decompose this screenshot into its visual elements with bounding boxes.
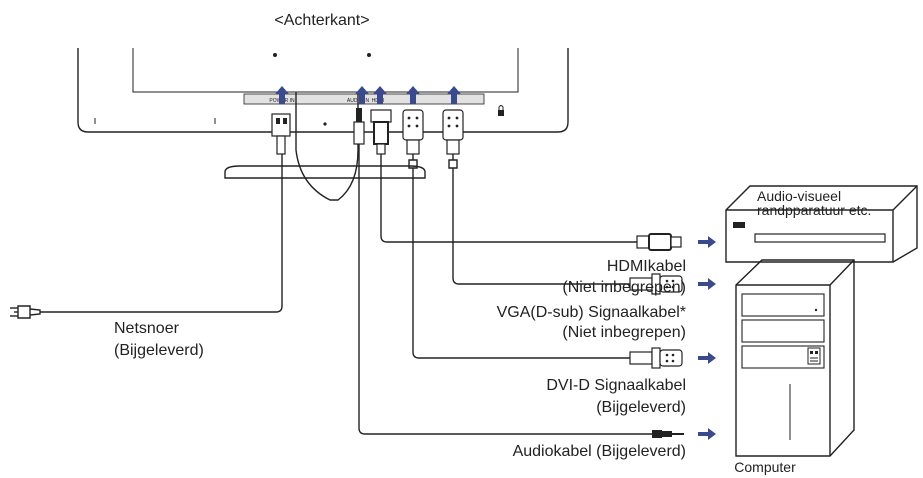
hdmi-plug-icon	[636, 233, 682, 251]
av-device-label-2: randpparatuur etc.	[757, 202, 871, 218]
hdmi-connector-icon	[370, 109, 392, 155]
cables	[40, 144, 652, 435]
vga-cable-label: VGA(D-sub) Signaalkabel*	[497, 304, 686, 321]
monitor-rear: POWER IN AUDIO IN HDMI	[77, 48, 569, 201]
av-device: Audio-visueel randpparatuur etc.	[725, 185, 918, 263]
hdmi-cable-sublabel: (Niet inbegrepen)	[562, 279, 686, 296]
port-arrows	[275, 86, 461, 104]
dvi-plug-icon	[629, 347, 683, 369]
lock-slot-icon	[498, 105, 504, 116]
vga-plug-icon	[629, 273, 683, 295]
power-connector-icon	[271, 113, 291, 155]
rear-view-title: <Achterkant>	[274, 12, 369, 29]
dvi-cable-label: DVI-D Signaalkabel	[546, 377, 686, 394]
audio-cable-label: Audiokabel (Bijgeleverd)	[513, 443, 686, 460]
vga-cable-sublabel: (Niet inbegrepen)	[562, 324, 686, 341]
power-plug-icon	[10, 305, 41, 319]
vga-connector-icon	[442, 109, 464, 155]
audio-plug-icon	[652, 430, 684, 438]
device-arrows	[698, 236, 716, 440]
hdmi-cable-label: HDMIkabel	[607, 258, 686, 275]
dvi-cable-sublabel: (Bijgeleverd)	[596, 399, 686, 416]
computer-tower: Computer	[734, 259, 855, 475]
power-cable-sublabel: (Bijgeleverd)	[114, 342, 204, 359]
computer-label: Computer	[734, 459, 796, 475]
av-device-label-1: Audio-visueel	[757, 188, 841, 204]
power-cable-label: Netsnoer	[114, 320, 180, 337]
audio-jack-icon	[353, 108, 365, 145]
dvi-connector-icon	[402, 109, 424, 155]
